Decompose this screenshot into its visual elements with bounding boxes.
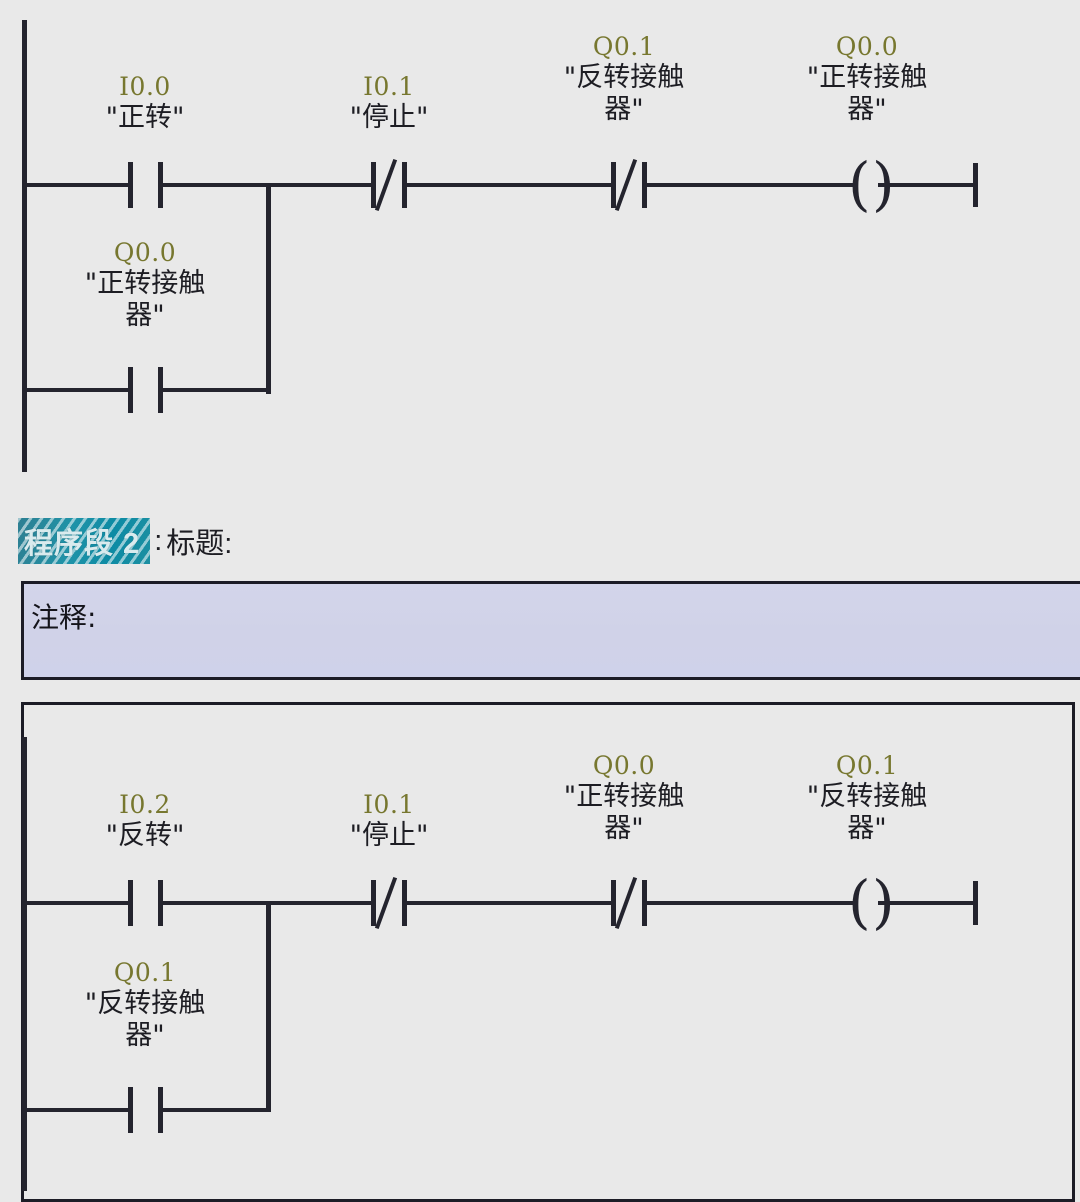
rung-wire xyxy=(878,183,977,187)
rung-wire xyxy=(402,183,615,187)
coil-paren-right: ) xyxy=(872,868,895,936)
ladder-element-contact-nc[interactable]: Q0.0 "正转接触 器" xyxy=(519,751,729,901)
contact-bar-right xyxy=(158,1087,163,1133)
power-rail-left xyxy=(22,737,27,1191)
network-2-comment-label[interactable]: 注释: xyxy=(31,601,97,634)
branch-connector xyxy=(266,183,271,394)
ladder-element-contact-no[interactable]: Q0.1 "反转接触 器" xyxy=(40,958,250,1108)
contact-bar-right xyxy=(642,162,647,208)
contact-bar-left xyxy=(611,880,616,926)
contact-bar-right xyxy=(158,367,163,413)
coil-paren-left: ( xyxy=(848,150,871,218)
network-2-separator: : xyxy=(154,524,163,557)
element-symbol: "反转接触 器" xyxy=(806,781,928,844)
contact-bar-left xyxy=(128,367,133,413)
branch-wire xyxy=(22,388,132,392)
ladder-element-contact-no[interactable]: Q0.0 "正转接触 器" xyxy=(40,238,250,388)
element-address: I0.1 xyxy=(363,790,415,819)
contact-bar-right xyxy=(402,880,407,926)
contact-bar-left xyxy=(371,880,376,926)
contact-bar-right xyxy=(402,162,407,208)
element-address: I0.2 xyxy=(119,790,171,819)
ladder-element-contact-no[interactable]: I0.2 "反转" xyxy=(40,790,250,930)
ladder-element-coil[interactable]: Q0.0 "正转接触 器" xyxy=(762,32,972,182)
rung-terminator xyxy=(973,163,978,207)
contact-bar-right xyxy=(642,880,647,926)
contact-bar-left xyxy=(128,1087,133,1133)
element-symbol: "正转" xyxy=(105,102,185,133)
contact-bar-right xyxy=(158,162,163,208)
network-2-selected-label[interactable]: 程序段 2 xyxy=(18,518,150,564)
element-symbol: "正转接触 器" xyxy=(84,268,206,331)
ladder-element-contact-no[interactable]: I0.0 "正转" xyxy=(40,72,250,212)
element-symbol: "停止" xyxy=(349,102,429,133)
branch-connector xyxy=(266,901,271,1112)
coil-paren-right: ) xyxy=(872,150,895,218)
ladder-element-contact-nc[interactable]: I0.1 "停止" xyxy=(284,72,494,212)
element-address: Q0.1 xyxy=(113,958,177,987)
contact-bar-left xyxy=(128,880,133,926)
rung-wire xyxy=(642,183,857,187)
contact-bar-right xyxy=(158,880,163,926)
network-2-header[interactable]: 程序段 2 : 标题: xyxy=(18,518,232,564)
element-address: Q0.1 xyxy=(592,32,656,61)
contact-bar-left xyxy=(371,162,376,208)
ladder-element-contact-nc[interactable]: I0.1 "停止" xyxy=(284,790,494,930)
rung-wire xyxy=(642,901,857,905)
element-address: Q0.0 xyxy=(835,32,899,61)
element-address: Q0.1 xyxy=(835,751,899,780)
rung-wire xyxy=(22,183,132,187)
element-symbol: "反转接触 器" xyxy=(84,988,206,1051)
contact-bar-left xyxy=(611,162,616,208)
element-address: I0.0 xyxy=(119,72,171,101)
element-symbol: "反转" xyxy=(105,820,185,851)
power-rail-left xyxy=(22,20,27,472)
element-address: Q0.0 xyxy=(113,238,177,267)
branch-wire xyxy=(158,1108,270,1112)
network-2-comment-box[interactable] xyxy=(21,581,1080,680)
element-symbol: "反转接触 器" xyxy=(563,62,685,125)
branch-wire xyxy=(22,1108,132,1112)
ladder-element-coil[interactable]: Q0.1 "反转接触 器" xyxy=(762,751,972,901)
rung-wire xyxy=(402,901,615,905)
network-1: I0.0 "正转" I0.1 "停止" Q0.1 "反转接触 器" Q0.0 "… xyxy=(0,0,1080,480)
element-address: Q0.0 xyxy=(592,751,656,780)
coil-paren-left: ( xyxy=(848,868,871,936)
element-symbol: "正转接触 器" xyxy=(806,62,928,125)
ladder-element-contact-nc[interactable]: Q0.1 "反转接触 器" xyxy=(519,32,729,182)
element-symbol: "停止" xyxy=(349,820,429,851)
rung-wire xyxy=(878,901,977,905)
rung-wire xyxy=(22,901,132,905)
rung-terminator xyxy=(973,881,978,925)
element-address: I0.1 xyxy=(363,72,415,101)
element-symbol: "正转接触 器" xyxy=(563,781,685,844)
network-2-title-label[interactable]: 标题: xyxy=(166,528,233,560)
contact-bar-left xyxy=(128,162,133,208)
branch-wire xyxy=(158,388,270,392)
